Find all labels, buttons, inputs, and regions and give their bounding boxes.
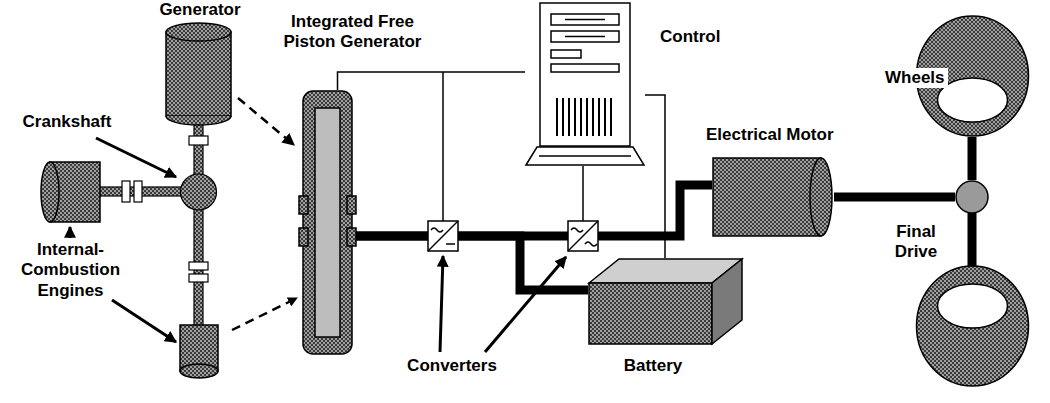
generator: Generator	[150, 0, 252, 120]
combustion-engine	[41, 162, 100, 222]
node-label: Control	[660, 27, 725, 47]
electrical-motor-shape	[712, 157, 834, 237]
battery-shape	[588, 258, 743, 345]
part-label: Converters	[392, 356, 512, 376]
node-label: Generator	[150, 0, 250, 20]
converter-symbol	[428, 221, 598, 251]
power-line	[356, 185, 712, 236]
wheel	[917, 266, 1029, 386]
node-label: Final Drive	[885, 222, 947, 263]
wheel: Wheels	[880, 12, 1035, 142]
dashed-arrow	[238, 98, 294, 145]
signal-line	[645, 95, 665, 258]
power-line	[834, 193, 955, 202]
axle	[968, 213, 977, 267]
free-piston-generator-shape	[299, 90, 356, 355]
part-label: Crankshaft	[12, 112, 122, 132]
final-drive-shape	[955, 180, 989, 214]
node-label: Integrated Free Piston Generator	[270, 12, 435, 53]
control-computer-shape	[525, 2, 645, 167]
control-computer: Control	[525, 2, 727, 170]
generator-shape	[165, 22, 232, 118]
electrical-motor: Electrical Motor	[706, 125, 888, 240]
power-line	[968, 137, 977, 180]
battery: Battery	[588, 258, 748, 383]
free-piston-generator: Integrated Free Piston Generator	[270, 12, 437, 362]
node-label: Wheels	[882, 68, 948, 88]
part-label: Internal-Combustion Engines	[8, 240, 133, 301]
dashed-arrow	[232, 298, 297, 330]
final-drive: Final Drive	[885, 177, 995, 287]
power-line	[356, 236, 588, 290]
node-label: Electrical Motor	[706, 125, 886, 145]
signal-line	[338, 72, 526, 90]
combustion-engine	[180, 325, 218, 378]
node-label: Battery	[588, 356, 718, 376]
